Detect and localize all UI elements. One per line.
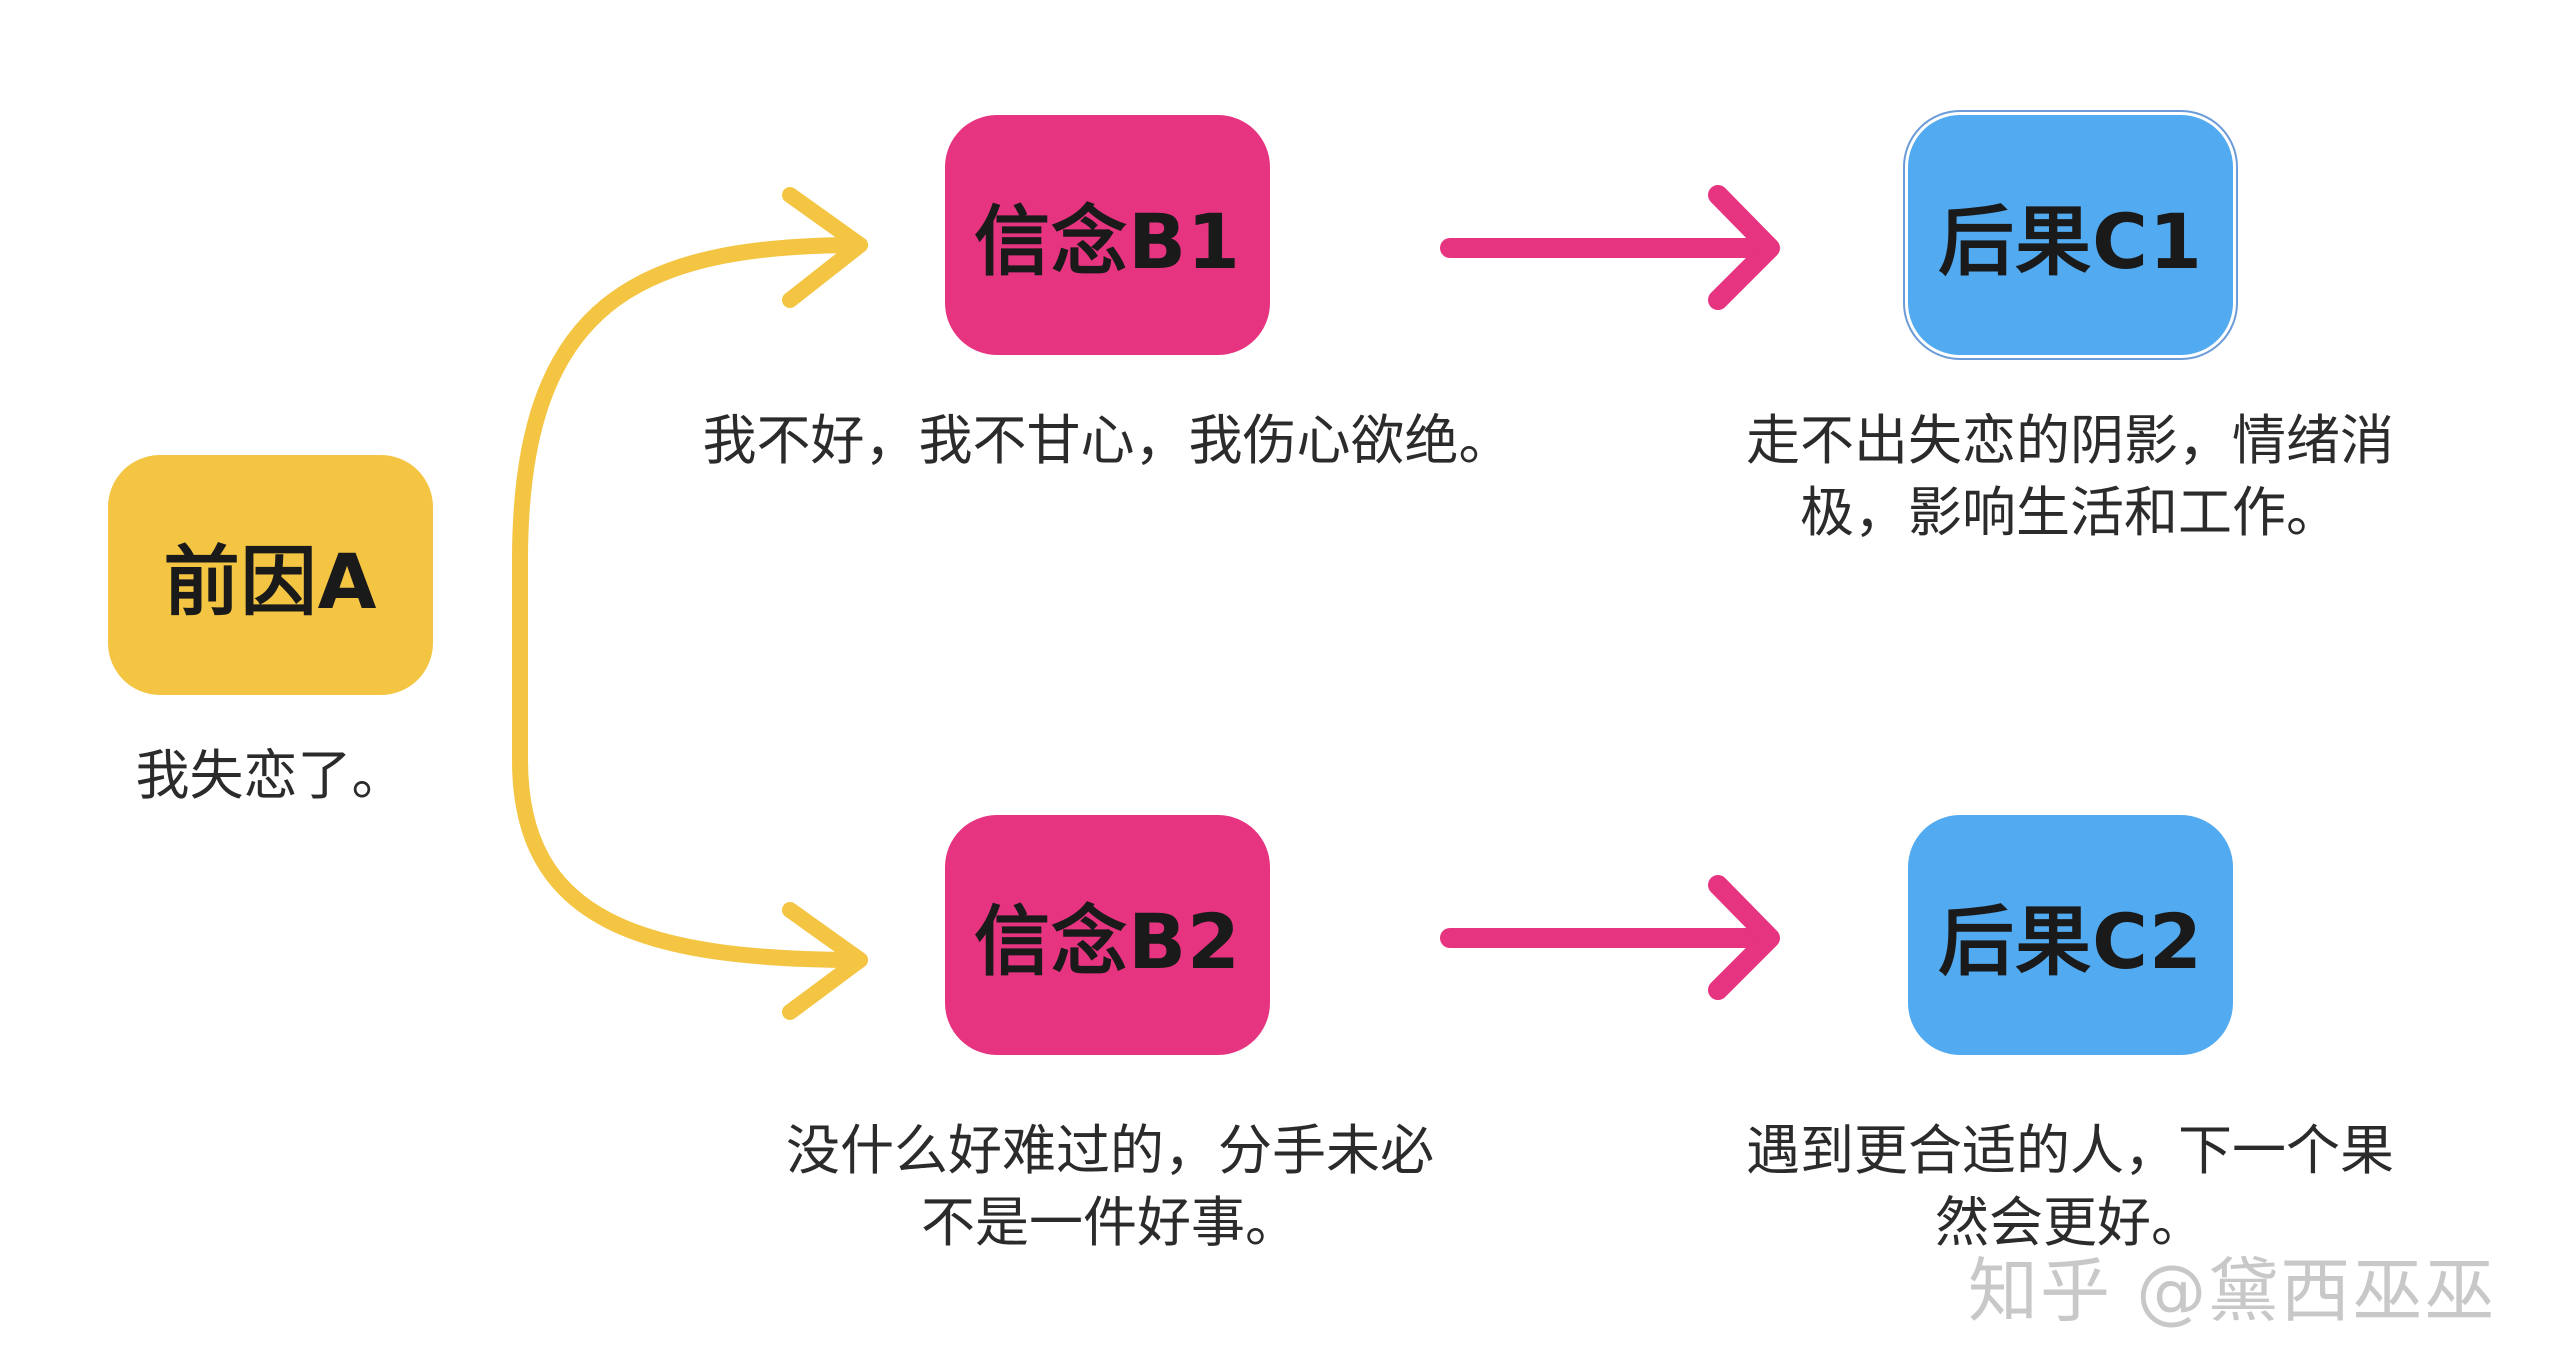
- node-b2-caption-line1: 没什么好难过的，分手未必: [786, 1119, 1434, 1182]
- node-c2-caption: 遇到更合适的人，下一个果 然会更好。: [1660, 1115, 2480, 1259]
- node-c2-label: 后果C2: [1938, 897, 2203, 986]
- node-b2-label: 信念B2: [974, 897, 1241, 986]
- arrowhead-a-to-b1: [782, 187, 868, 308]
- arrowhead-b2-to-c2: [1708, 875, 1780, 1000]
- node-b1-label: 信念B1: [974, 197, 1241, 286]
- node-c1-caption: 走不出失恋的阴影，情绪消 极，影响生活和工作。: [1660, 405, 2480, 549]
- node-consequence-c1[interactable]: 后果C1: [1903, 110, 2238, 360]
- node-a-label: 前因A: [163, 537, 378, 626]
- arrowhead-b1-to-c1: [1708, 185, 1780, 310]
- node-consequence-c2[interactable]: 后果C2: [1908, 815, 2233, 1055]
- node-c2-caption-line1: 遇到更合适的人，下一个果: [1746, 1119, 2394, 1182]
- node-b1-caption: 我不好，我不甘心，我伤心欲绝。: [702, 409, 1513, 472]
- arrow-a-to-b2: [512, 752, 868, 968]
- node-belief-b1[interactable]: 信念B1: [945, 115, 1270, 355]
- arrow-a-to-b1: [512, 237, 868, 768]
- watermark: 知乎 @黛西巫巫: [1968, 1250, 2497, 1332]
- arrowhead-a-to-b2: [782, 902, 868, 1020]
- node-b2-caption-line2: 不是一件好事。: [921, 1191, 1299, 1254]
- node-a-caption: 我失恋了。: [135, 744, 406, 807]
- node-antecedent-a[interactable]: 前因A: [108, 455, 433, 695]
- node-belief-b2[interactable]: 信念B2: [945, 815, 1270, 1055]
- node-c1-caption-line2: 极，影响生活和工作。: [1800, 481, 2340, 544]
- node-b2-caption: 没什么好难过的，分手未必 不是一件好事。: [700, 1115, 1520, 1259]
- node-c2-caption-line2: 然会更好。: [1935, 1191, 2205, 1254]
- node-c1-caption-line1: 走不出失恋的阴影，情绪消: [1746, 409, 2394, 472]
- node-c1-label: 后果C1: [1938, 197, 2203, 286]
